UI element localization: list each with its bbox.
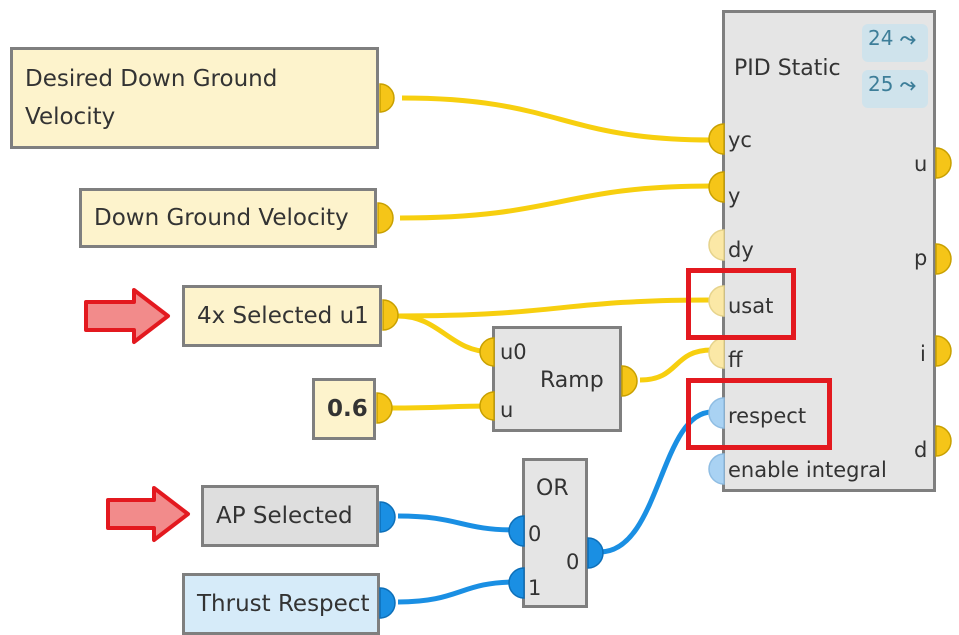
wire-or-respect: [599, 409, 713, 555]
node-down-ground-velocity[interactable]: Down Ground Velocity: [79, 188, 377, 248]
port-in-or-1: [508, 567, 525, 599]
arrow-right-icon: [84, 288, 170, 344]
port-out-or: [587, 537, 604, 569]
pid-output-label: u: [914, 152, 928, 176]
port-in-usat: [708, 285, 725, 317]
port-in-ramp-u0: [479, 337, 495, 367]
node-ap-selected[interactable]: AP Selected: [201, 485, 379, 547]
port-in-yc: [708, 123, 725, 155]
arrow-right-icon: [106, 486, 190, 542]
port-out-p: [935, 243, 952, 275]
port-in-dy: [708, 229, 725, 261]
pid-input-label: dy: [728, 238, 754, 262]
or-output-label: 0: [566, 550, 580, 574]
port-out-thrust: [379, 587, 396, 619]
wire-ramp-ff: [639, 347, 713, 383]
port-out-const: [376, 392, 393, 424]
ramp-port-u-label: u: [500, 398, 514, 422]
node-label: Thrust Respect: [197, 591, 370, 617]
node-label: Down Ground Velocity: [94, 205, 349, 231]
or-title: OR: [536, 476, 569, 501]
pid-input-label: usat: [728, 294, 774, 318]
highlight-respect: [686, 378, 832, 450]
port-out-u1: [382, 299, 399, 331]
port-out-ap: [379, 501, 396, 533]
pid-input-label: respect: [728, 404, 807, 428]
pid-badge-25[interactable]: 25 ⤳: [862, 70, 928, 108]
highlight-usat: [686, 268, 796, 340]
port-in-ramp-u: [479, 391, 495, 421]
port-in-enable-integral: [708, 453, 725, 485]
wire-u1-usat: [397, 297, 713, 319]
pid-output-label: p: [914, 246, 928, 270]
port-in-y: [708, 171, 725, 203]
pid-output-label: d: [914, 438, 928, 462]
wire-ap-or: [397, 513, 517, 533]
wire-down-y: [399, 183, 713, 221]
pid-title: PID Static: [734, 56, 841, 81]
badge-number: 24: [868, 26, 894, 50]
badge-number: 25: [868, 72, 894, 96]
pid-input-label: yc: [728, 128, 752, 152]
ramp-block[interactable]: [492, 326, 622, 432]
wire-desired-yc: [401, 95, 713, 143]
pid-output-label: i: [920, 342, 926, 366]
ramp-port-u0-label: u0: [500, 340, 527, 364]
node-label: AP Selected: [216, 503, 353, 529]
port-out-ramp: [621, 365, 638, 397]
node-thrust-respect[interactable]: Thrust Respect: [182, 573, 380, 635]
port-out-u: [935, 147, 952, 179]
wire-thrust-or: [397, 579, 517, 605]
node-label: 0.6: [327, 396, 368, 422]
pid-badge-24[interactable]: 24 ⤳: [862, 24, 928, 62]
node-desired-down-ground-velocity[interactable]: Desired Down Ground Velocity: [10, 47, 379, 149]
node-label: Desired Down Ground Velocity: [25, 66, 278, 130]
ramp-title: Ramp: [540, 368, 604, 393]
or-port-0-label: 0: [528, 522, 542, 546]
port-out-i: [935, 335, 952, 367]
signal-icon: ⤳: [899, 26, 916, 50]
port-out-desired: [379, 83, 395, 113]
port-in-or-0: [508, 515, 525, 547]
node-4x-selected-u1[interactable]: 4x Selected u1: [182, 285, 382, 347]
pid-input-label: enable integral: [728, 458, 887, 482]
node-constant[interactable]: 0.6: [312, 378, 376, 440]
or-port-1-label: 1: [528, 576, 542, 600]
wire-u1-ramp: [397, 313, 493, 355]
port-out-down: [377, 202, 394, 234]
node-label: 4x Selected u1: [197, 303, 369, 329]
port-out-d: [935, 425, 952, 457]
port-in-respect: [708, 397, 725, 429]
signal-icon: ⤳: [899, 72, 916, 96]
pid-input-label: ff: [728, 348, 743, 372]
pid-input-label: y: [728, 184, 741, 208]
